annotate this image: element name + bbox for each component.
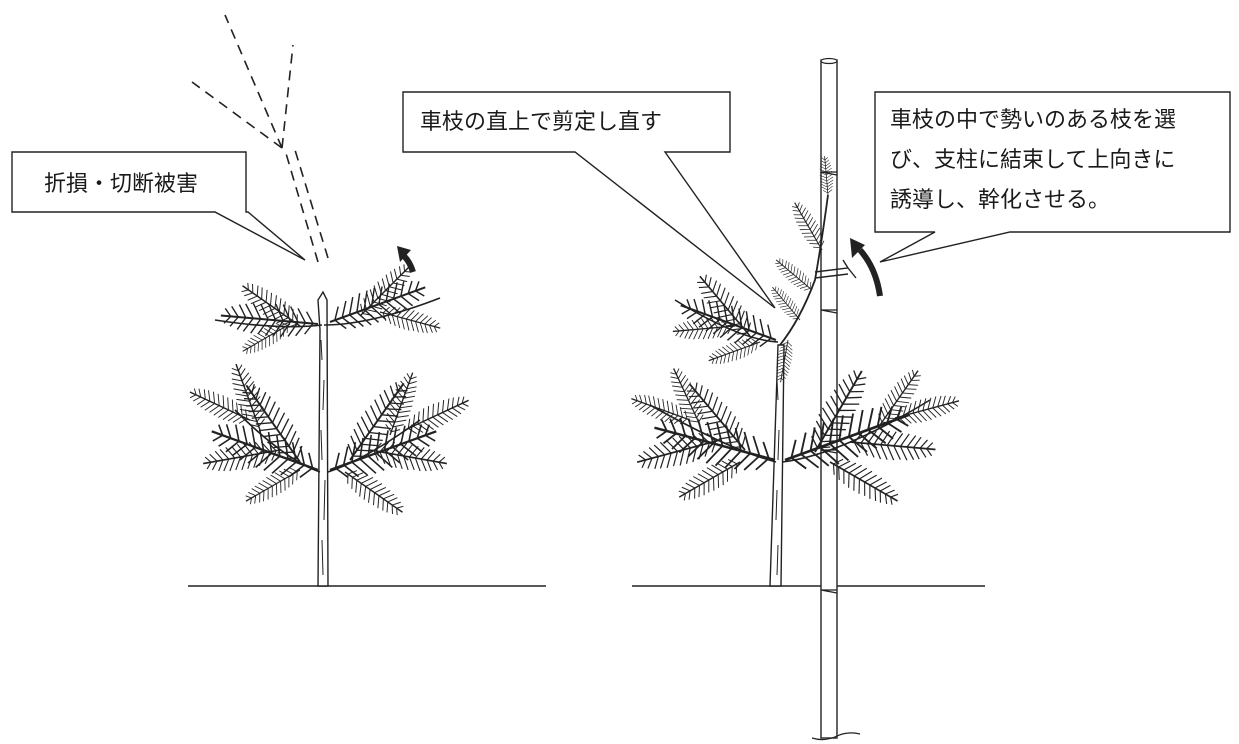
trunk-left <box>317 290 329 587</box>
callout-left <box>11 151 306 261</box>
arrow-right-icon <box>857 248 883 297</box>
support-pole <box>811 57 861 741</box>
callout-left-text: 折損・切断被害 <box>44 172 199 197</box>
callout-middle <box>402 91 776 309</box>
trunk-right <box>769 344 785 587</box>
arrow-left-icon <box>401 253 416 273</box>
tie-knot <box>814 259 857 279</box>
right-tree <box>627 57 985 741</box>
callout-right-line-3: 誘導し、幹化させる。 <box>890 188 1111 213</box>
left-tree <box>184 14 546 587</box>
callout-middle-text: 車枝の直上で剪定し直す <box>420 110 663 135</box>
callout-right <box>874 91 1231 263</box>
broken-top-dashed <box>191 14 329 263</box>
callout-right-line-1: 車枝の中で勢いのある枝を選 <box>890 108 1177 133</box>
callout-right-line-2: び、支柱に結束して上向きに <box>890 148 1176 173</box>
